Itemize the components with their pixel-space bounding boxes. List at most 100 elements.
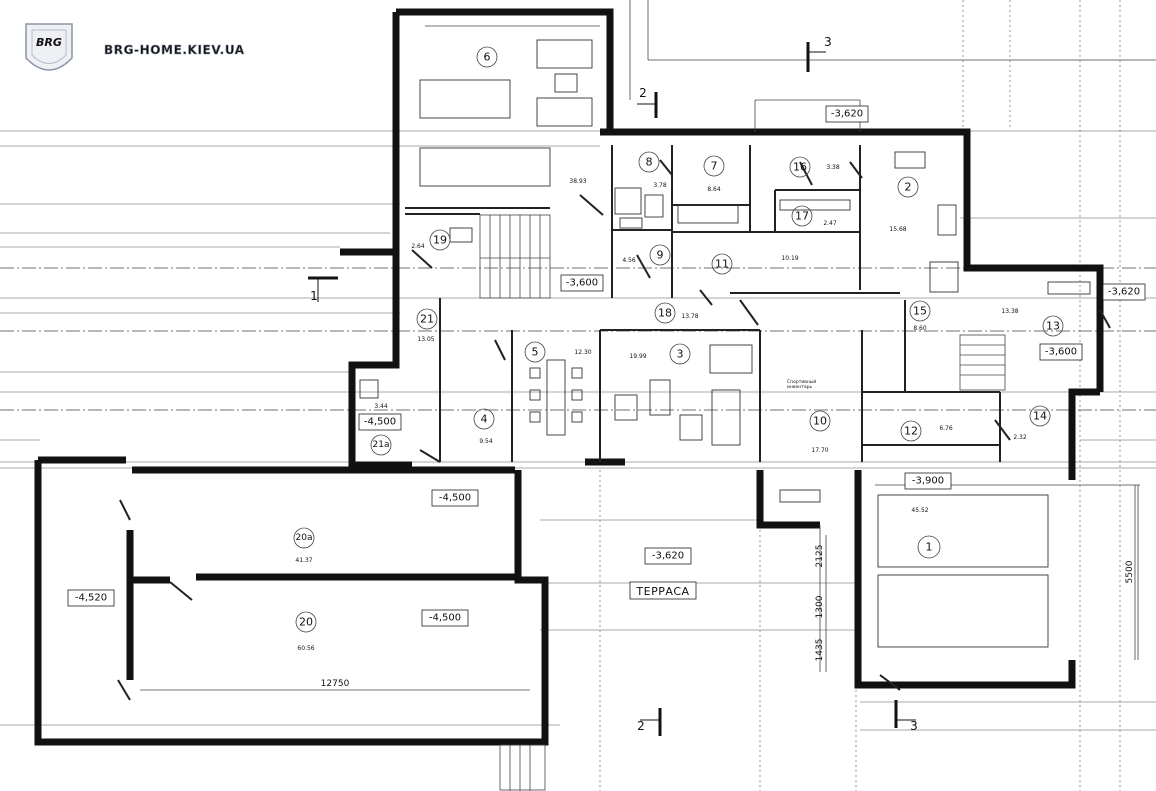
room-15[interactable]: 15 8.60	[909, 300, 931, 332]
room-number: 19	[433, 234, 447, 247]
room-number: 1	[926, 541, 933, 554]
room-area: 60.56	[297, 645, 314, 652]
room-area: 38.93	[569, 178, 586, 185]
room-number: 18	[658, 307, 672, 320]
room-area: 13.78	[681, 313, 698, 320]
svg-text:3: 3	[910, 719, 918, 733]
room-number: 21	[420, 313, 434, 326]
room-number: 16	[793, 161, 807, 174]
room-area: 12.30	[574, 349, 591, 356]
room-number: 10	[813, 415, 827, 428]
room-13[interactable]: 13 13.38	[1001, 308, 1064, 337]
room-number: 2	[905, 181, 912, 194]
room-number: 17	[795, 210, 809, 223]
room-3[interactable]: 3 19.99	[629, 343, 691, 365]
terrace[interactable]: ТЕРРАСА	[629, 581, 697, 600]
dimension-5500: 5500	[1125, 560, 1135, 583]
svg-text:-3,600: -3,600	[1045, 347, 1077, 358]
room-number: 5	[532, 346, 539, 359]
room-area: 41.37	[295, 557, 312, 564]
room-12[interactable]: 12 6.76	[900, 420, 953, 442]
room-4[interactable]: 4 9.54	[473, 408, 495, 445]
room-17[interactable]: 17 2.47	[791, 205, 837, 227]
room-14[interactable]: 14 2.32	[1013, 405, 1051, 441]
room-area: 45.52	[911, 507, 928, 514]
room-area: 19.99	[629, 353, 646, 360]
dimension-1435: 1435	[815, 639, 825, 662]
level-mark: -3,900	[904, 472, 952, 490]
level-mark: -4,500	[421, 609, 469, 627]
room-number: 6	[484, 51, 491, 64]
room-area: 13.38	[1001, 308, 1018, 315]
level-mark: -4,500	[431, 489, 479, 507]
room-area: 3.78	[653, 182, 667, 189]
room-9[interactable]: 9 4.56	[622, 244, 671, 266]
level-mark: -3,620	[644, 547, 692, 565]
room-area: 15.68	[889, 226, 906, 233]
svg-text:-3,600: -3,600	[566, 278, 598, 289]
room-20a[interactable]: 20a 41.37	[293, 527, 315, 564]
level-mark: -3,600	[560, 274, 604, 292]
room-unnumbered[interactable]: 38.93	[569, 178, 586, 185]
svg-text:3: 3	[824, 35, 832, 49]
room-18[interactable]: 18 13.78	[654, 302, 699, 324]
svg-text:2: 2	[639, 86, 647, 100]
room-8[interactable]: 8 3.78	[638, 151, 667, 189]
room-6[interactable]: 6	[476, 46, 498, 68]
svg-text:-3,620: -3,620	[831, 109, 863, 120]
room-number: 3	[677, 348, 684, 361]
room-area: 2.64	[411, 243, 425, 250]
room-16[interactable]: 16 3.38	[789, 156, 840, 178]
svg-text:1: 1	[310, 289, 318, 303]
svg-text:-4,500: -4,500	[364, 417, 396, 428]
partitions	[126, 145, 1001, 680]
room-21[interactable]: 21 13.05	[416, 308, 438, 343]
stairs	[479, 214, 1006, 791]
room-area: 4.56	[622, 257, 636, 264]
exterior-walls	[34, 8, 1104, 746]
level-mark: -4,500	[358, 413, 402, 431]
room-area: 8.64	[707, 186, 721, 193]
section-marker-left: 1	[308, 276, 338, 303]
svg-text:-3,900: -3,900	[912, 476, 944, 487]
svg-text:-4,500: -4,500	[439, 493, 471, 504]
room-area: 17.70	[811, 447, 828, 454]
level-mark: -3,620	[825, 105, 869, 123]
room-number: 20	[299, 616, 313, 629]
section-marker-bottom-right: 3	[894, 700, 918, 733]
section-marker-top: 3	[806, 35, 832, 72]
dimensions: 12750 2125 1300 1435 5500	[321, 485, 1139, 689]
room-number: 4	[481, 413, 488, 426]
level-mark: -4,520	[67, 589, 115, 607]
room-number: 8	[646, 156, 653, 169]
room-19[interactable]: 19 2.64	[411, 229, 451, 251]
room-11[interactable]: 11 10.19	[711, 253, 799, 275]
svg-text:-3,620: -3,620	[652, 551, 684, 562]
watermark-text: BRG-HOME.KIEV.UA	[104, 43, 245, 57]
room-number: 15	[913, 305, 927, 318]
room-5[interactable]: 5 12.30	[524, 341, 592, 363]
room-area: 3.38	[826, 164, 840, 171]
room-number: 20a	[296, 533, 313, 543]
room-number: 11	[715, 258, 729, 271]
terrace-label: ТЕРРАСА	[635, 585, 689, 598]
room-20[interactable]: 20 60.56	[295, 611, 317, 652]
room-7[interactable]: 7 8.64	[703, 155, 725, 193]
watermark: BRG BRG-HOME.KIEV.UA	[25, 23, 245, 71]
room-number: 21a	[373, 440, 390, 450]
room-10[interactable]: 10 17.70	[809, 410, 831, 454]
room-21a[interactable]: 21a 3.44	[370, 403, 392, 456]
room-number: 14	[1033, 410, 1047, 423]
svg-text:-3,620: -3,620	[1108, 287, 1140, 298]
room-number: 12	[904, 425, 918, 438]
room-2[interactable]: 2 15.68	[889, 176, 919, 233]
rooms: 6 38.93 8 3.78 7 8.64 16 3.38 2 15.68 17	[293, 46, 1064, 652]
room-number: 13	[1046, 320, 1060, 333]
level-mark: -3,600	[1039, 343, 1083, 361]
section-marker-bottom: 2	[637, 708, 662, 736]
room-1[interactable]: 1 45.52	[911, 507, 941, 559]
dimension-2125: 2125	[815, 545, 825, 568]
